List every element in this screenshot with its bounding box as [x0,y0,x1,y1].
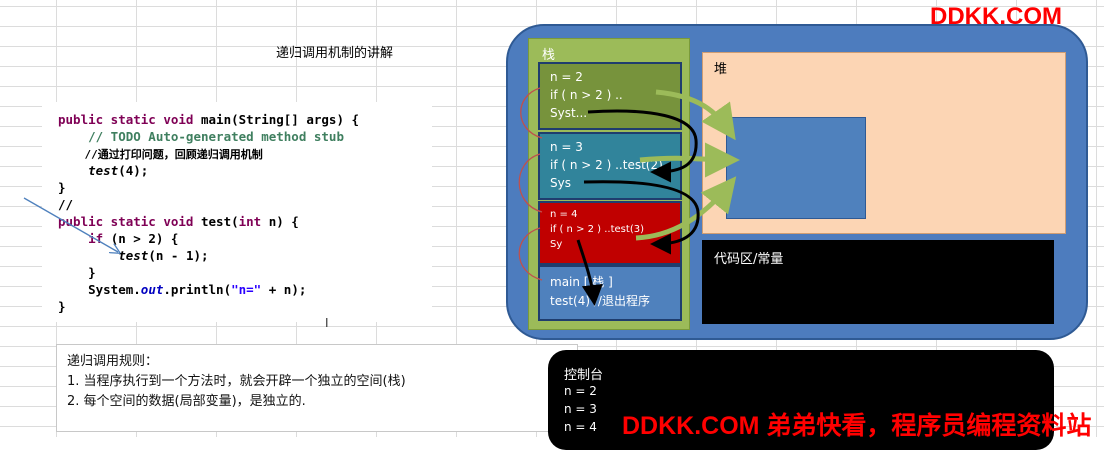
stack-label: 栈 [542,48,556,63]
code-line: // [58,197,74,212]
stack-frame-n2: n = 2 if ( n > 2 ) .. Syst... [538,62,682,130]
return-arrow [583,180,700,255]
rules-heading: 递归调用规则： [67,354,159,369]
frame-line: n = 2 [550,70,583,84]
heap-label: 堆 [714,62,728,77]
code-line: } [58,180,66,195]
frame-line: Sys [550,176,571,190]
console-title: 控制台 [564,368,604,383]
frame-line: Syst... [550,106,588,120]
call-arc [518,227,543,281]
code-area-label: 代码区/常量 [714,252,784,267]
stack-frame-n3: n = 3 if ( n > 2 ) ..test(2) Sys [538,132,682,200]
call-arc [520,87,543,139]
code-line: // TODO Auto-generated method stub [58,129,344,144]
recursion-rules: 递归调用规则： 1. 当程序执行到一个方法时，就会开辟一个独立的空间(栈) 2.… [56,344,578,432]
rule-item: 2. 每个空间的数据(局部变量)，是独立的. [67,394,306,409]
code-snippet: public static void main(String[] args) {… [42,102,432,322]
heap-reference-arrow [639,142,740,178]
code-pointer-arrow [23,197,118,252]
frame-line: n = 4 [550,209,578,220]
call-arc [518,153,543,213]
return-arrow [587,109,698,183]
code-constant-area [702,240,1054,324]
text-cursor-icon: I [325,316,329,330]
frame-line: Sy [550,239,563,250]
code-line: test(4); [88,163,149,178]
frame-line: if ( n > 2 ) ..test(3) [550,224,644,235]
rule-item: 1. 当程序执行到一个方法时，就会开辟一个独立的空间(栈) [67,374,406,389]
code-line: //通过打印问题，回顾递归调用机制 [58,148,263,161]
heap-reference-arrow [655,89,736,141]
code-line: test(n - 1); [118,248,209,263]
code-line: public static void test(int n) { [58,214,299,229]
code-line: } [58,299,66,314]
frame-line: if ( n > 2 ) ..test(2) [550,158,663,172]
code-line: public static void main(String[] args) { [58,112,360,127]
frame-line: if ( n > 2 ) .. [550,88,623,102]
console-line: n = 4 [564,420,597,434]
frame-line: n = 3 [550,140,583,154]
diagram-arrows [23,87,740,306]
console-line: n = 2 [564,384,597,398]
brand-watermark-bottom: DDKK.COM 弟弟快看，程序员编程资料站 [622,412,1092,440]
console-line: n = 3 [564,402,597,416]
code-line: } [58,265,96,280]
heap-reference-arrow [635,176,737,241]
return-arrow [576,239,603,306]
console-panel: 控制台 n = 2 n = 3 n = 4 [548,350,1054,450]
code-line: System.out.println("n=" + n); [58,282,307,297]
page-title: 递归调用机制的讲解 [276,46,394,61]
heap-object [726,117,866,219]
